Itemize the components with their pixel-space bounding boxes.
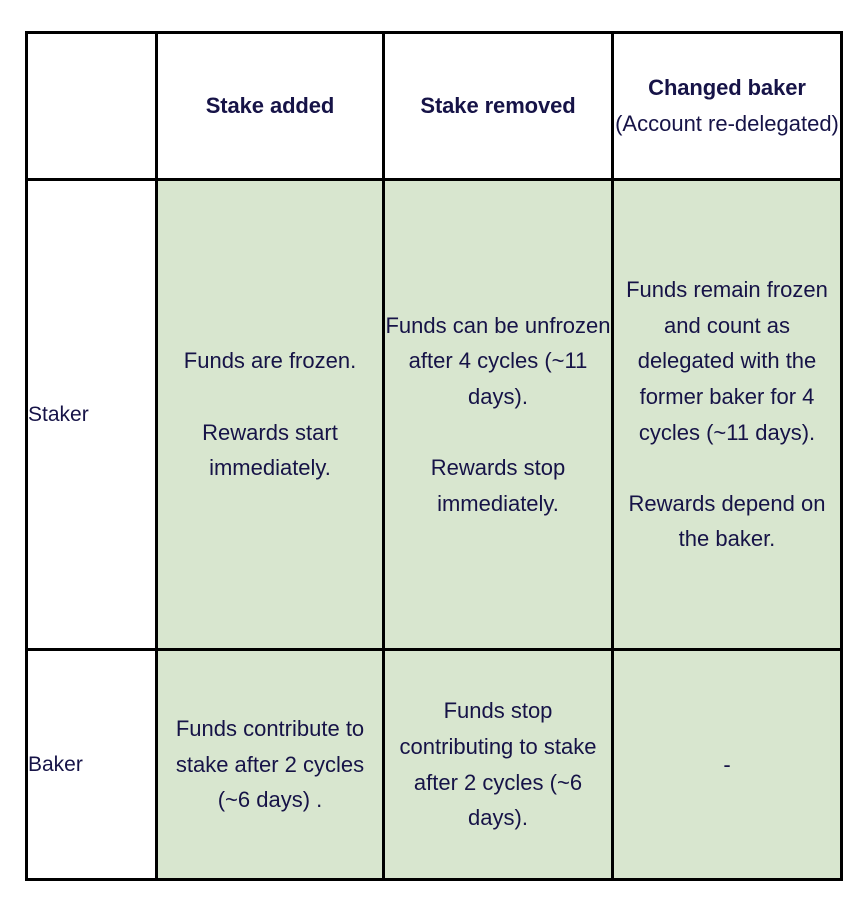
header-changed-baker-label: Changed baker — [648, 75, 806, 101]
header-changed-baker-sublabel: (Account re-delegated) — [615, 111, 839, 136]
cell-baker-stake-removed: Funds stop contributing to stake after 2… — [382, 648, 614, 881]
cell-paragraph: Funds remain frozen and count as delegat… — [626, 277, 828, 445]
table-row: Staker Funds are frozen. Rewards start i… — [25, 178, 843, 651]
cell-paragraph: Rewards start immediately. — [202, 419, 338, 481]
table-header-row: Stake added Stake removed Changed baker … — [25, 31, 843, 181]
header-stake-removed: Stake removed — [382, 31, 614, 181]
cell-paragraph: Funds contribute to stake after 2 cycles… — [175, 716, 365, 813]
row-label-baker: Baker — [25, 648, 158, 881]
header-corner-blank — [25, 31, 158, 181]
header-stake-added-label: Stake added — [205, 93, 335, 119]
header-stake-added: Stake added — [155, 31, 385, 181]
header-stake-removed-label: Stake removed — [420, 93, 576, 119]
table-row: Baker Funds contribute to stake after 2 … — [25, 648, 843, 881]
header-changed-baker: Changed baker (Account re-delegated) — [611, 31, 843, 181]
cell-paragraph: Rewards depend on the baker. — [628, 490, 826, 552]
cell-paragraph: Rewards stop immediately. — [430, 455, 566, 516]
cell-staker-changed-baker: Funds remain frozen and count as delegat… — [611, 178, 843, 651]
cell-paragraph: - — [723, 751, 731, 777]
cell-paragraph: Funds are frozen. — [183, 348, 357, 374]
cell-staker-stake-removed: Funds can be unfrozen after 4 cycles (~1… — [382, 178, 614, 651]
cell-paragraph: Funds stop contributing to stake after 2… — [399, 698, 597, 831]
cell-baker-stake-added: Funds contribute to stake after 2 cycles… — [155, 648, 385, 881]
row-label-staker: Staker — [25, 178, 158, 651]
cell-staker-stake-added: Funds are frozen. Rewards start immediat… — [155, 178, 385, 651]
cell-baker-changed-baker: - — [611, 648, 843, 881]
staking-effects-table: Stake added Stake removed Changed baker … — [25, 31, 843, 881]
cell-paragraph: Funds can be unfrozen after 4 cycles (~1… — [385, 312, 611, 409]
